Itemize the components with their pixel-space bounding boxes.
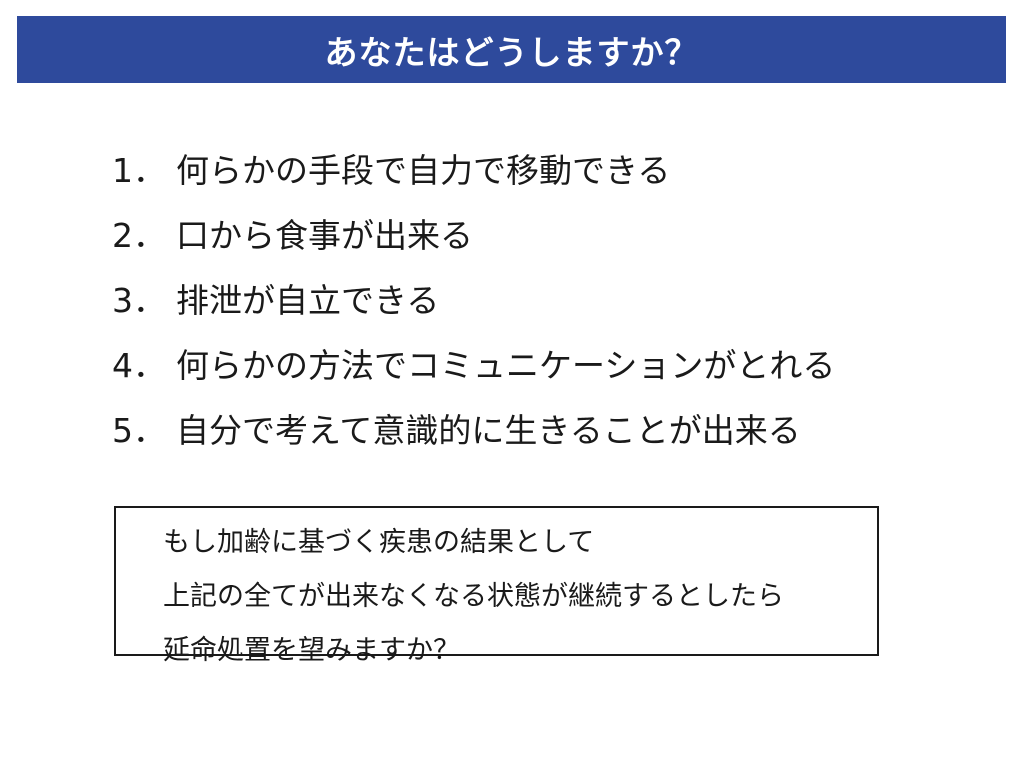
list-item: 3． 排泄が自立できる [112,265,835,330]
item-number: 5． [112,410,166,450]
list-item: 4． 何らかの方法でコミュニケーションがとれる [112,330,835,395]
question-box: もし加齢に基づく疾患の結果として 上記の全てが出来なくなる状態が継続するとしたら… [114,506,879,666]
list-item: 2． 口から食事が出来る [112,200,835,265]
list-item: 5． 自分で考えて意識的に生きることが出来る [112,395,835,460]
item-number: 3． [112,280,166,320]
question-line: もし加齢に基づく疾患の結果として [163,526,595,558]
question-line: 上記の全てが出来なくなる状態が継続するとしたら [163,580,784,612]
item-number: 1． [112,150,166,190]
slide-title: あなたはどうしますか？ [324,32,699,72]
item-text: 何らかの手段で自力で移動できる [176,150,671,190]
title-bar: あなたはどうしますか？ [17,16,1006,83]
item-number: 4． [112,345,166,385]
list-item: 1． 何らかの手段で自力で移動できる [112,135,835,200]
item-number: 2． [112,215,166,255]
question-line: 延命処置を望みますか？ [163,634,460,666]
item-text: 排泄が自立できる [176,280,440,320]
item-text: 口から食事が出来る [176,215,473,255]
condition-list: 1． 何らかの手段で自力で移動できる 2． 口から食事が出来る 3． 排泄が自立… [112,135,835,460]
item-text: 何らかの方法でコミュニケーションがとれる [176,345,836,385]
item-text: 自分で考えて意識的に生きることが出来る [176,410,801,450]
